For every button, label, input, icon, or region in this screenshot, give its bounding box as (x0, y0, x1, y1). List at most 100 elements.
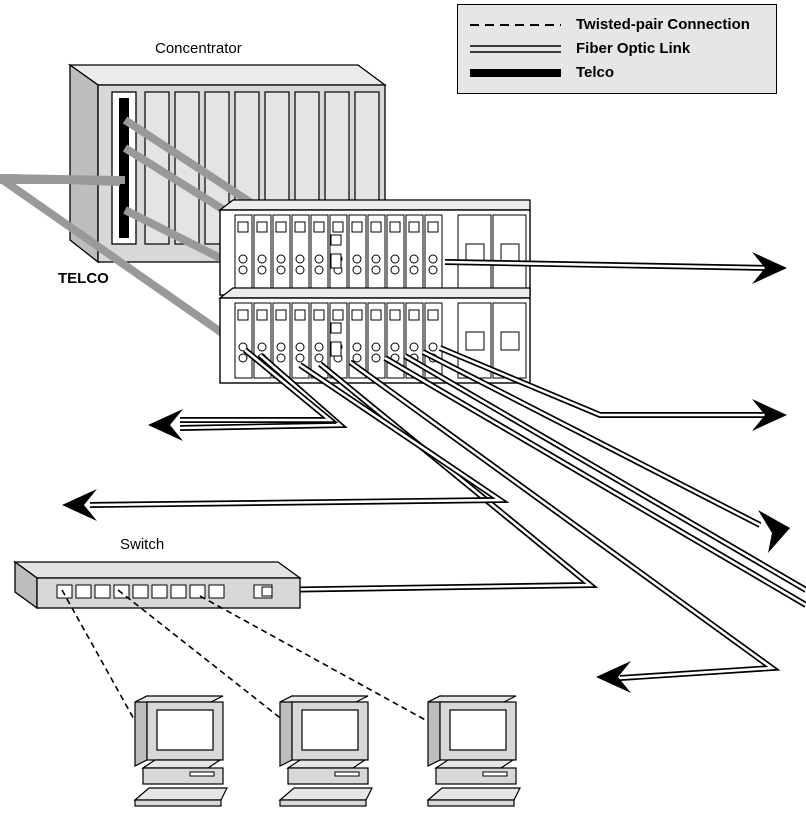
module-card-led (330, 234, 342, 246)
telco-link (122, 116, 265, 214)
monitor-top (279, 695, 369, 703)
switch-port (189, 584, 206, 599)
switch-port (113, 584, 130, 599)
module-card-port (238, 265, 248, 275)
double-line-swatch (470, 45, 561, 53)
module-card-led (351, 221, 363, 233)
module-card-port (409, 342, 419, 352)
module-card-port (314, 353, 324, 363)
fiber-inner (264, 362, 594, 592)
module-card-port (295, 265, 305, 275)
monitor-screen-icon (156, 709, 214, 751)
fiber-optic-link (421, 349, 762, 528)
arrow-down-right-icon (758, 510, 790, 553)
module-card-led (313, 309, 325, 321)
concentrator-label: Concentrator (155, 40, 242, 57)
module-card-port (276, 342, 286, 352)
module-card-port (352, 254, 362, 264)
module-card-port (428, 254, 438, 264)
module-card-led (332, 221, 344, 233)
module-card-port (371, 342, 381, 352)
module-card-port (314, 265, 324, 275)
keyboard-front (134, 799, 222, 807)
module-card-port (352, 342, 362, 352)
module-card-port (314, 342, 324, 352)
module-card-led (408, 309, 420, 321)
module-card-port (257, 265, 267, 275)
legend-item-fiber-optic: Fiber Optic Link (468, 39, 768, 59)
module-card-port (314, 254, 324, 264)
fiber-inner (180, 348, 334, 422)
module-card-led (294, 309, 306, 321)
monitor-side (427, 695, 441, 767)
module-card-port (276, 254, 286, 264)
module-card-led (370, 221, 382, 233)
legend-label: Twisted-pair Connection (576, 16, 750, 33)
module-card-led (408, 221, 420, 233)
module-card-port (352, 265, 362, 275)
module-card-led (313, 221, 325, 233)
fiber-inner (439, 346, 770, 417)
telco-label: TELCO (58, 270, 109, 287)
fiber-outer (264, 361, 599, 593)
keyboard-front (279, 799, 367, 807)
module-card-port (428, 342, 438, 352)
module-card-port (390, 254, 400, 264)
module-chassis (218, 199, 531, 296)
telco-link (9, 174, 121, 186)
module-card-led (330, 253, 342, 269)
module-card-port (371, 353, 381, 363)
module-card-led (370, 309, 382, 321)
module-card-led (256, 309, 268, 321)
keyboard-icon (133, 787, 228, 801)
module-card-led (330, 322, 342, 334)
module-card-led (256, 221, 268, 233)
monitor-screen-icon (301, 709, 359, 751)
module-card-port (390, 342, 400, 352)
module-card-port (257, 342, 267, 352)
dashed-line-swatch (470, 24, 561, 26)
computer-base-top (141, 759, 222, 769)
fiber-optic-link (444, 259, 771, 271)
switch-port (132, 584, 149, 599)
fiber-optic-link (180, 347, 339, 423)
telco-link (123, 206, 230, 266)
switch-top (13, 561, 302, 579)
module-chassis (218, 287, 531, 384)
module-card-led (427, 221, 439, 233)
module-card-led (351, 309, 363, 321)
legend-item-telco: Telco (468, 63, 768, 83)
module-card-port (238, 342, 248, 352)
module-card-port (409, 265, 419, 275)
monitor-top (427, 695, 517, 703)
module-card-port (371, 254, 381, 264)
module-card-led (237, 309, 249, 321)
module-card-port (295, 254, 305, 264)
drive-slot-icon (189, 771, 215, 777)
fiber-inner (422, 350, 761, 527)
telco-link (0, 174, 228, 339)
fiber-optic-link (348, 359, 781, 681)
computer-base-top (434, 759, 515, 769)
module-card-led (294, 221, 306, 233)
switch-port (208, 584, 225, 599)
fiber-inner (404, 354, 806, 592)
module-card-led (500, 243, 520, 263)
twisted-pair-links (61, 589, 441, 731)
telco-links (0, 116, 265, 339)
module-card-led (275, 309, 287, 321)
monitor-screen-icon (449, 709, 507, 751)
workstation (133, 695, 228, 807)
workstation (278, 695, 373, 807)
module-card-led (465, 243, 485, 263)
module-card-port (352, 353, 362, 363)
workstation (426, 695, 521, 807)
module-card-port (295, 353, 305, 363)
arrow-left-icon (596, 661, 631, 693)
module-card-port (257, 254, 267, 264)
module-card-led (465, 331, 485, 351)
arrow-left-icon (148, 409, 183, 441)
legend-label: Telco (576, 64, 615, 81)
fiber-optic-link (89, 362, 510, 508)
